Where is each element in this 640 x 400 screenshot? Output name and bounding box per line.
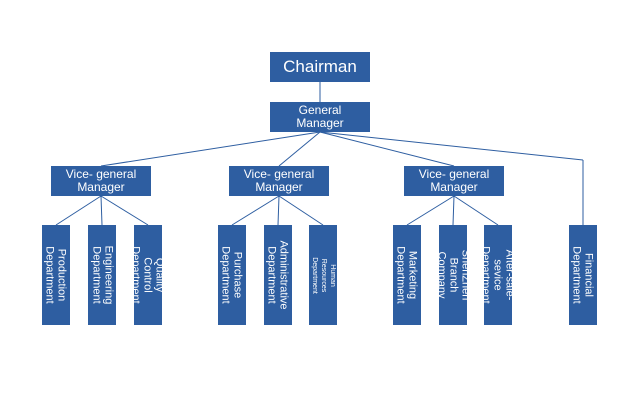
after-sale-service-department-label: After-sale-sevice Department <box>480 246 517 304</box>
line-vgm1-to-quality <box>100 195 149 226</box>
vice-general-manager-box-1: Vice- general Manager <box>51 166 151 196</box>
financial-department-box: Financial Department <box>569 225 597 325</box>
engineering-department-label: Engineering Department <box>90 245 114 305</box>
line-gm-to-vgm-3 <box>319 131 455 167</box>
purchase-department-label: Purchase Department <box>220 246 245 304</box>
line-vgm2-to-administrative <box>277 195 280 226</box>
line-gm-to-financial-a <box>319 131 584 161</box>
human-resources-department-label: Human Resources Department <box>310 256 336 294</box>
line-vgm3-to-marketing <box>406 195 455 226</box>
line-vgm3-to-shenzhen <box>452 195 455 226</box>
financial-department-label: Financial Department <box>571 246 596 304</box>
quality-control-department-box: Quality Control Department <box>130 225 166 325</box>
production-department-box: Production Department <box>42 225 70 325</box>
line-vgm1-to-engineering <box>100 195 103 226</box>
administrative-department-box: Administrative Department <box>264 225 292 325</box>
line-gm-to-vgm-2 <box>278 131 321 167</box>
shenzhen-branch-company-label: ShenZhen Branch Company <box>435 249 472 301</box>
quality-control-department-label: Quality Control Department <box>130 246 167 304</box>
purchase-department-box: Purchase Department <box>218 225 246 325</box>
vice-general-manager-box-3: Vice- general Manager <box>404 166 504 196</box>
line-vgm2-to-hr <box>278 195 324 226</box>
line-vgm2-to-purchase <box>231 195 280 226</box>
human-resources-department-box: Human Resources Department <box>309 225 337 325</box>
shenzhen-branch-company-box: ShenZhen Branch Company <box>435 225 471 325</box>
marketing-department-box: Marketing Department <box>393 225 421 325</box>
marketing-department-label: Marketing Department <box>395 246 420 304</box>
administrative-department-label: Administrative Department <box>266 240 291 310</box>
engineering-department-box: Engineering Department <box>88 225 116 325</box>
general-manager-box: General Manager <box>270 102 370 132</box>
line-gm-to-vgm-1 <box>100 131 321 167</box>
line-vgm1-to-production <box>55 195 102 226</box>
vice-general-manager-box-2: Vice- general Manager <box>229 166 329 196</box>
after-sale-service-department-box: After-sale-sevice Department <box>480 225 516 325</box>
line-vgm3-to-aftersale <box>453 195 499 226</box>
chairman-box: Chairman <box>270 52 370 82</box>
production-department-label: Production Department <box>44 246 69 304</box>
